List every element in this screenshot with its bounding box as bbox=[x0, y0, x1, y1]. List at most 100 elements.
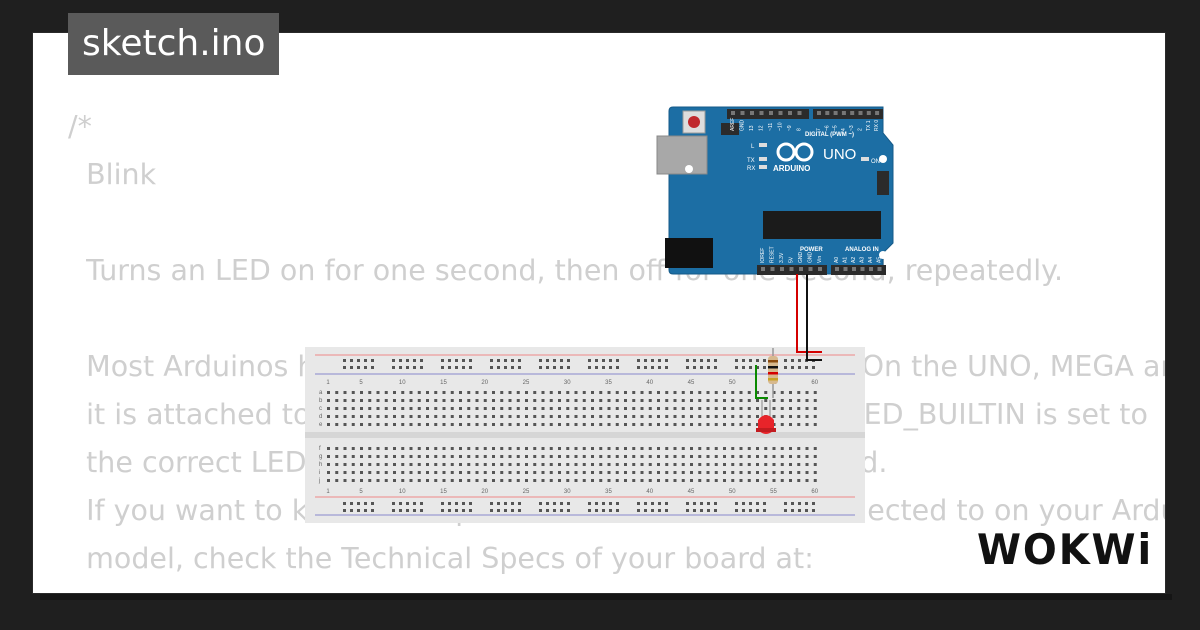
grid-hole[interactable] bbox=[409, 447, 413, 450]
grid-hole[interactable] bbox=[665, 463, 669, 466]
grid-hole[interactable] bbox=[434, 407, 438, 410]
grid-hole[interactable] bbox=[508, 399, 512, 402]
rail-hole[interactable] bbox=[371, 359, 374, 362]
rail-hole[interactable] bbox=[707, 359, 710, 362]
grid-hole[interactable] bbox=[409, 391, 413, 394]
grid-hole[interactable] bbox=[632, 447, 636, 450]
grid-hole[interactable] bbox=[434, 471, 438, 474]
grid-hole[interactable] bbox=[566, 399, 570, 402]
grid-hole[interactable] bbox=[574, 471, 578, 474]
grid-hole[interactable] bbox=[681, 479, 685, 482]
rail-hole[interactable] bbox=[756, 359, 759, 362]
rail-hole[interactable] bbox=[651, 359, 654, 362]
grid-hole[interactable] bbox=[780, 407, 784, 410]
grid-hole[interactable] bbox=[681, 423, 685, 426]
grid-hole[interactable] bbox=[723, 399, 726, 402]
grid-hole[interactable] bbox=[607, 407, 611, 410]
grid-hole[interactable] bbox=[409, 479, 413, 482]
grid-hole[interactable] bbox=[508, 455, 512, 458]
rail-hole[interactable] bbox=[364, 509, 367, 512]
grid-hole[interactable] bbox=[327, 415, 330, 418]
grid-hole[interactable] bbox=[442, 447, 446, 450]
grid-hole[interactable] bbox=[756, 415, 759, 418]
rail-hole[interactable] bbox=[658, 509, 661, 512]
grid-hole[interactable] bbox=[417, 455, 421, 458]
grid-hole[interactable] bbox=[508, 471, 512, 474]
header-pin[interactable] bbox=[759, 111, 764, 115]
rail-hole[interactable] bbox=[539, 366, 542, 369]
grid-hole[interactable] bbox=[508, 391, 512, 394]
grid-hole[interactable] bbox=[739, 471, 743, 474]
rail-hole[interactable] bbox=[511, 366, 514, 369]
rail-hole[interactable] bbox=[469, 366, 472, 369]
grid-hole[interactable] bbox=[368, 423, 372, 426]
power-pin[interactable] bbox=[808, 267, 813, 271]
grid-hole[interactable] bbox=[525, 391, 528, 394]
grid-hole[interactable] bbox=[648, 407, 652, 410]
grid-hole[interactable] bbox=[813, 455, 817, 458]
grid-hole[interactable] bbox=[681, 447, 685, 450]
rail-hole[interactable] bbox=[546, 366, 549, 369]
grid-hole[interactable] bbox=[351, 391, 355, 394]
grid-hole[interactable] bbox=[533, 407, 537, 410]
rail-hole[interactable] bbox=[357, 366, 360, 369]
grid-hole[interactable] bbox=[648, 471, 652, 474]
grid-hole[interactable] bbox=[797, 471, 801, 474]
grid-hole[interactable] bbox=[492, 479, 495, 482]
rail-hole[interactable] bbox=[441, 366, 444, 369]
grid-hole[interactable] bbox=[409, 415, 413, 418]
grid-hole[interactable] bbox=[665, 479, 669, 482]
power-pin[interactable] bbox=[761, 267, 765, 271]
grid-hole[interactable] bbox=[747, 471, 751, 474]
grid-hole[interactable] bbox=[789, 423, 792, 426]
grid-hole[interactable] bbox=[541, 479, 545, 482]
grid-hole[interactable] bbox=[789, 479, 792, 482]
grid-hole[interactable] bbox=[706, 479, 710, 482]
rail-hole[interactable] bbox=[504, 359, 507, 362]
rail-hole[interactable] bbox=[805, 502, 808, 505]
rail-hole[interactable] bbox=[455, 509, 458, 512]
grid-hole[interactable] bbox=[475, 463, 479, 466]
grid-hole[interactable] bbox=[541, 463, 545, 466]
rail-hole[interactable] bbox=[665, 509, 668, 512]
rail-hole[interactable] bbox=[546, 509, 549, 512]
rail-hole[interactable] bbox=[735, 502, 738, 505]
grid-hole[interactable] bbox=[492, 407, 495, 410]
grid-hole[interactable] bbox=[327, 423, 330, 426]
rail-hole[interactable] bbox=[798, 509, 801, 512]
grid-hole[interactable] bbox=[525, 399, 528, 402]
grid-hole[interactable] bbox=[723, 407, 726, 410]
rail-hole[interactable] bbox=[784, 359, 787, 362]
grid-hole[interactable] bbox=[442, 407, 446, 410]
grid-hole[interactable] bbox=[813, 391, 817, 394]
grid-hole[interactable] bbox=[426, 447, 429, 450]
rail-hole[interactable] bbox=[455, 366, 458, 369]
grid-hole[interactable] bbox=[747, 399, 751, 402]
grid-hole[interactable] bbox=[459, 407, 462, 410]
grid-hole[interactable] bbox=[475, 391, 479, 394]
grid-hole[interactable] bbox=[632, 479, 636, 482]
grid-hole[interactable] bbox=[566, 447, 570, 450]
header-pin[interactable] bbox=[797, 111, 802, 115]
grid-hole[interactable] bbox=[442, 415, 446, 418]
grid-hole[interactable] bbox=[797, 407, 801, 410]
rail-hole[interactable] bbox=[714, 366, 717, 369]
rail-hole[interactable] bbox=[742, 502, 745, 505]
grid-hole[interactable] bbox=[632, 455, 636, 458]
rail-hole[interactable] bbox=[658, 359, 661, 362]
grid-hole[interactable] bbox=[665, 471, 669, 474]
grid-hole[interactable] bbox=[813, 471, 817, 474]
grid-hole[interactable] bbox=[566, 455, 570, 458]
grid-hole[interactable] bbox=[351, 463, 355, 466]
grid-hole[interactable] bbox=[549, 479, 553, 482]
grid-hole[interactable] bbox=[780, 463, 784, 466]
grid-hole[interactable] bbox=[459, 463, 462, 466]
grid-hole[interactable] bbox=[351, 407, 355, 410]
grid-hole[interactable] bbox=[549, 391, 553, 394]
grid-hole[interactable] bbox=[467, 391, 471, 394]
grid-hole[interactable] bbox=[541, 471, 545, 474]
grid-hole[interactable] bbox=[690, 423, 693, 426]
grid-hole[interactable] bbox=[789, 415, 792, 418]
rail-hole[interactable] bbox=[742, 509, 745, 512]
grid-hole[interactable] bbox=[500, 479, 504, 482]
